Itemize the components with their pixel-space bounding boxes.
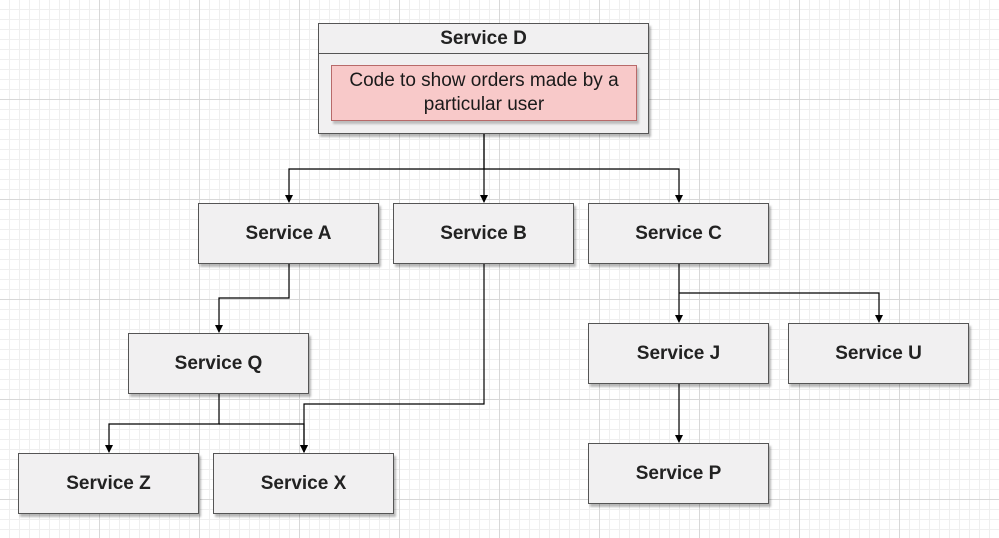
orders-note[interactable]: Code to show orders made by a particular… — [331, 65, 637, 121]
connector-q-to-x — [219, 423, 308, 453]
connector-d-to-c — [484, 168, 683, 203]
service-q-node[interactable]: Service Q — [128, 333, 309, 394]
service-b-node[interactable]: Service B — [393, 203, 574, 264]
service-p-node[interactable]: Service P — [588, 443, 769, 504]
connector-d-to-a — [285, 134, 485, 203]
service-d-container[interactable]: Service D Code to show orders made by a … — [318, 23, 649, 134]
service-d-title: Service D — [319, 24, 648, 54]
service-j-node[interactable]: Service J — [588, 323, 769, 384]
service-u-node[interactable]: Service U — [788, 323, 969, 384]
connector-q-to-z — [105, 394, 220, 453]
service-z-node[interactable]: Service Z — [18, 453, 199, 514]
service-x-node[interactable]: Service X — [213, 453, 394, 514]
connector-c-to-u — [679, 292, 883, 323]
connector-a-to-q — [215, 264, 290, 333]
connector-b-to-x — [300, 264, 485, 453]
service-c-node[interactable]: Service C — [588, 203, 769, 264]
service-a-node[interactable]: Service A — [198, 203, 379, 264]
